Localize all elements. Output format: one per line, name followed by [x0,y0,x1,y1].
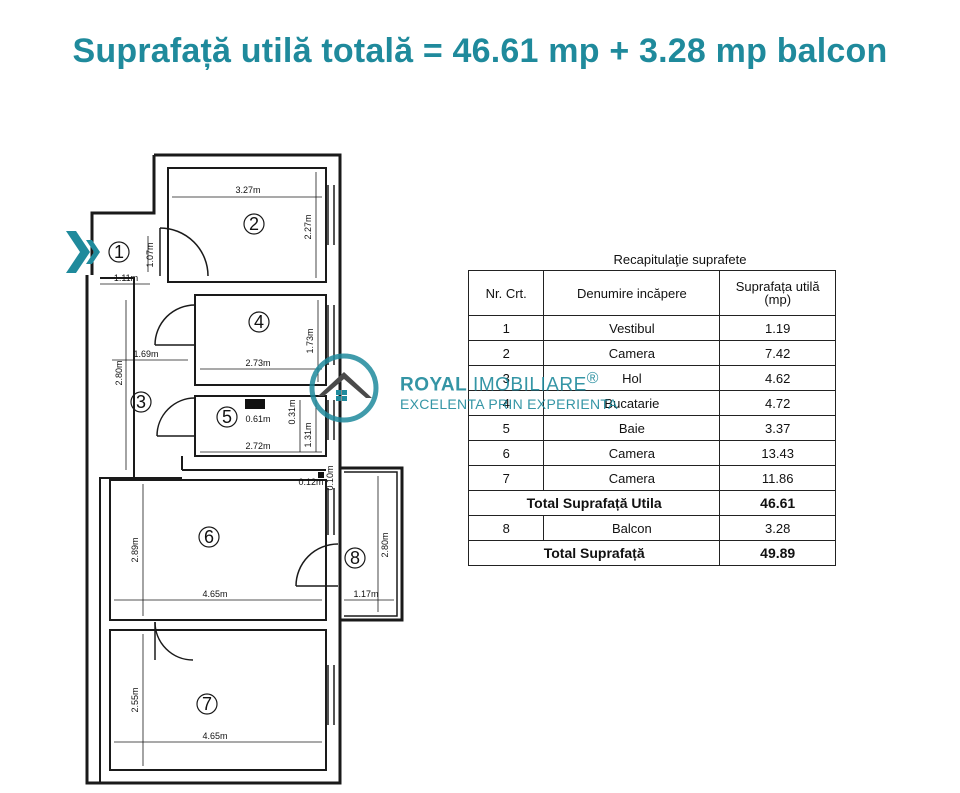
row-nr: 7 [467,465,545,491]
room-number-6: 6 [204,527,214,547]
dim-r5-width: 2.72m [245,441,270,451]
dim-r6-width: 4.65m [202,589,227,599]
row-area: 7.42 [719,340,836,366]
row-area: 4.72 [719,390,836,416]
dim-post-height: 0.10m [325,465,335,490]
dim-r6-height: 2.89m [130,537,140,562]
row-name: Camera [543,465,721,491]
header-name: Denumire incăpere [543,270,721,316]
row-name: Camera [543,440,721,466]
brand-tagline: EXCELENTA PRIN EXPERIENTA [400,396,618,412]
dim-r2-height: 2.27m [303,214,313,239]
row-nr: 6 [467,440,545,466]
row-area: 3.37 [719,415,836,441]
area-summary-table: Nr. Crt. Denumire incăpere Suprafața uti… [467,270,836,566]
room-number-2: 2 [249,214,259,234]
row-nr: 1 [467,315,545,341]
row-area: 11.86 [719,465,836,491]
total-useful-value: 46.61 [719,490,836,516]
dim-r3-height: 2.80m [114,360,124,385]
header-area-line2: (mp) [764,292,792,307]
total-row: Total Suprafață 49.89 [467,540,836,566]
header-nr: Nr. Crt. [467,270,545,316]
dim-r5-niche-width: 0.61m [245,414,270,424]
dim-r2-width: 3.27m [235,185,260,195]
dim-r8-width: 1.17m [353,589,378,599]
registered-mark: ® [586,370,599,387]
brand-name-bold: ROYAL [400,374,468,396]
row-area: 3.28 [719,515,836,541]
dim-r3-width: 1.69m [133,349,158,359]
row-name: Vestibul [543,315,721,341]
dim-r1-width: 1.11m [114,273,138,283]
row-area: 4.62 [719,365,836,391]
brand-name: ROYAL IMOBILIARE® [400,370,599,396]
dim-r1-height: 1.07m [145,242,155,267]
house-logo-icon [309,353,379,423]
table-row: 1 Vestibul 1.19 [467,315,836,341]
row-name: Hol [543,365,721,391]
table-header-row: Nr. Crt. Denumire incăpere Suprafața uti… [467,270,836,316]
total-label: Total Suprafață [467,540,721,566]
table-row: 7 Camera 11.86 [467,465,836,491]
room-number-8: 8 [350,548,360,568]
brand-name-light: IMOBILIARE [473,374,587,396]
dim-r4-width: 2.73m [245,358,270,368]
row-area: 13.43 [719,440,836,466]
dim-r5-height: 1.31m [303,422,313,447]
page-headline: Suprafață utilă totală = 46.61 mp + 3.28… [72,32,888,70]
table-row: 6 Camera 13.43 [467,440,836,466]
dim-r5-niche-height: 0.31m [287,399,297,424]
dim-r4-height: 1.73m [305,328,315,353]
room-number-1: 1 [114,242,124,262]
total-useful-row: Total Suprafață Utila 46.61 [467,490,836,516]
room-number-7: 7 [202,694,212,714]
row-area: 1.19 [719,315,836,341]
dim-r7-height: 2.55m [130,687,140,712]
room-number-3: 3 [136,392,146,412]
room-number-4: 4 [254,312,264,332]
table-row: 3 Hol 4.62 [467,365,836,391]
header-area: Suprafața utilă (mp) [719,270,836,316]
row-nr: 3 [467,365,545,391]
dim-post-width: 0.12m [298,477,323,487]
entry-chevron-icon [66,231,100,273]
dim-r7-width: 4.65m [202,731,227,741]
total-value: 49.89 [719,540,836,566]
row-name: Balcon [543,515,721,541]
table-row: 8 Balcon 3.28 [467,515,836,541]
dim-r8-height: 2.80m [380,532,390,557]
room-number-5: 5 [222,407,232,427]
total-useful-label: Total Suprafață Utila [467,490,721,516]
row-nr: 8 [467,515,545,541]
summary-title: Recapitulaţie suprafete [613,252,747,267]
brand-watermark: ROYAL IMOBILIARE® EXCELENTA PRIN EXPERIE… [304,352,664,424]
header-area-line1: Suprafața utilă [735,279,820,294]
